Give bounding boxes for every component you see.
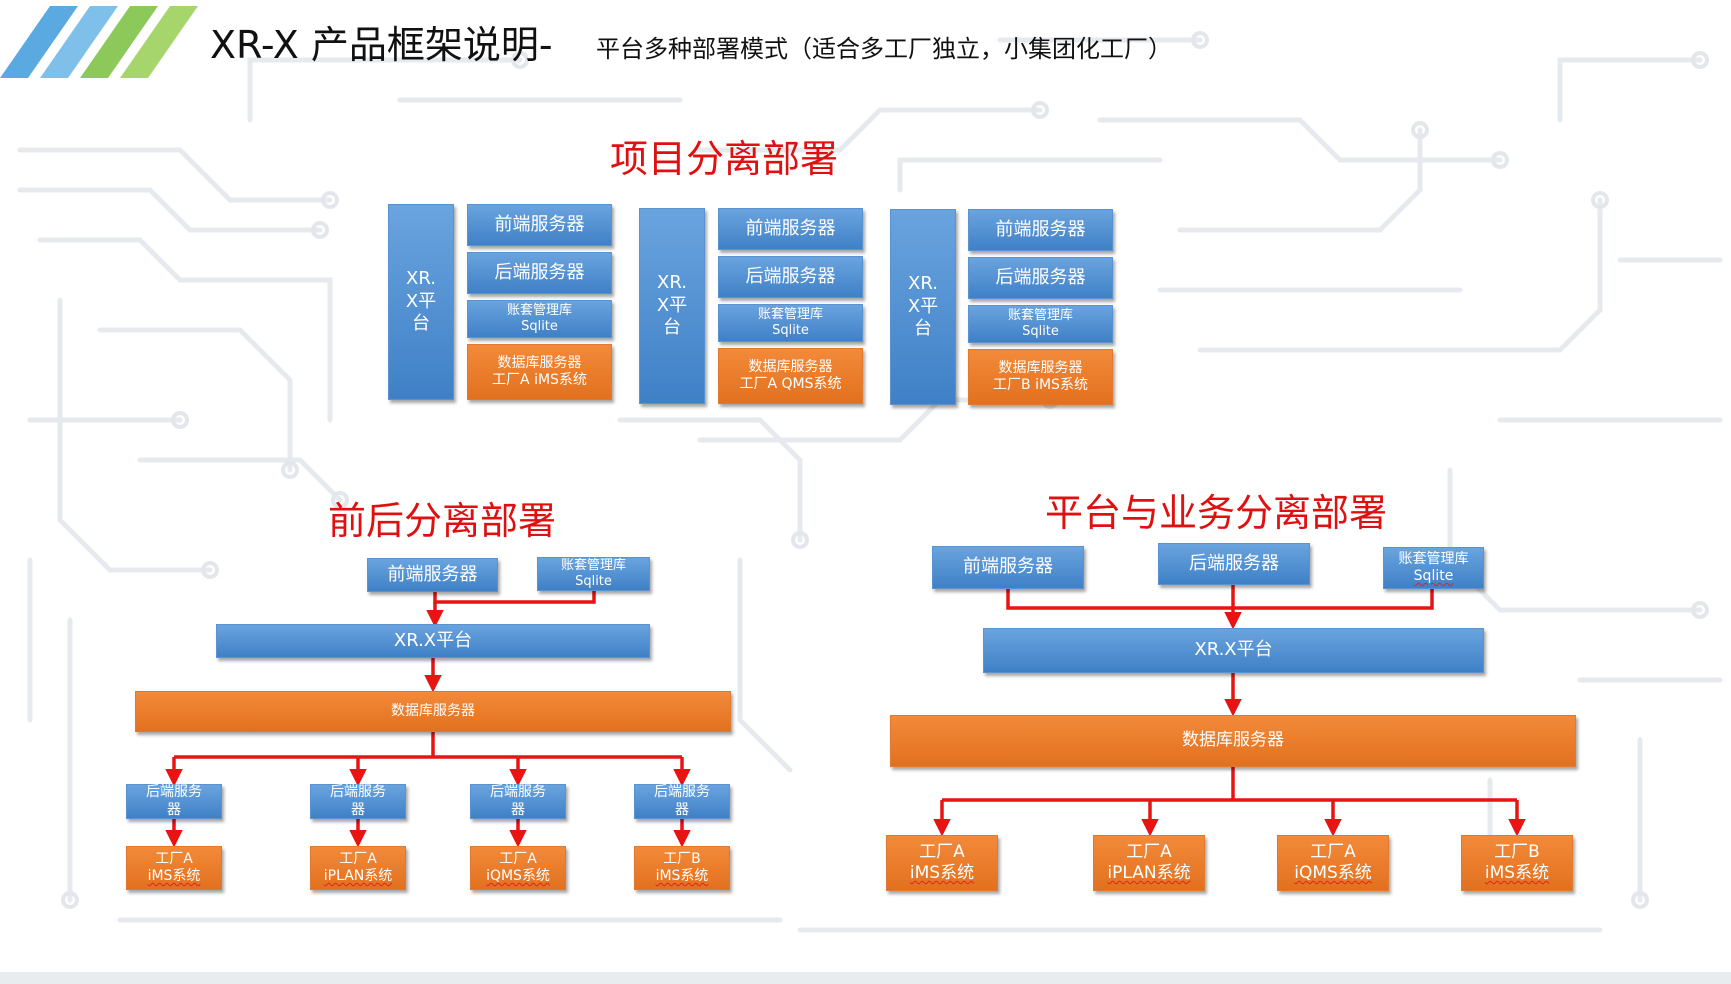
database-server-box: 数据库服务器 工厂B iMS系统 — [968, 349, 1113, 405]
page-subtitle: 平台多种部署模式（适合多工厂独立，小集团化工厂） — [596, 35, 1172, 63]
factory-system-box: 工厂A iMS系统 — [126, 846, 222, 890]
backend-server-box: 后端服务 器 — [310, 784, 406, 819]
backend-server-box: 后端服务器 — [467, 252, 612, 294]
factory-system-box: 工厂B iMS系统 — [1461, 835, 1573, 891]
backend-server-box: 后端服务 器 — [126, 784, 222, 819]
frontend-server-box: 前端服务器 — [467, 204, 612, 246]
database-server-bar: 数据库服务器 — [135, 691, 731, 732]
xrx-platform-bar: XR.X平台 — [216, 624, 650, 658]
factory-system-box: 工厂B iMS系统 — [634, 846, 730, 890]
page-title: XR-X 产品框架说明- — [210, 23, 553, 67]
xrx-platform-column: XR. X平 台 — [639, 208, 705, 404]
section-title-platform: 平台与业务分离部署 — [1045, 491, 1388, 535]
xrx-platform-column: XR. X平 台 — [388, 204, 454, 400]
factory-system-box: 工厂A iQMS系统 — [470, 846, 566, 890]
section-title-project: 项目分离部署 — [610, 137, 839, 181]
section-title-frontback: 前后分离部署 — [328, 499, 557, 543]
corner-stripes-logo — [0, 6, 198, 78]
account-db-box: 账套管理库 Sqlite — [537, 557, 650, 591]
database-server-box: 数据库服务器 工厂A QMS系统 — [718, 348, 863, 404]
database-server-bar: 数据库服务器 — [890, 715, 1576, 767]
xrx-platform-bar: XR.X平台 — [983, 628, 1484, 673]
account-db-box: 账套管理库 Sqlite — [1383, 547, 1484, 589]
factory-system-box: 工厂A iQMS系统 — [1277, 835, 1389, 891]
backend-server-box: 后端服务 器 — [470, 784, 566, 819]
frontend-server-box: 前端服务器 — [367, 558, 498, 592]
frontend-server-box: 前端服务器 — [968, 209, 1113, 251]
factory-system-box: 工厂A iMS系统 — [886, 835, 998, 891]
frontend-server-box: 前端服务器 — [932, 546, 1084, 589]
xrx-platform-column: XR. X平 台 — [890, 209, 956, 405]
account-db-box: 账套管理库 Sqlite — [467, 300, 612, 338]
backend-server-box: 后端服务器 — [718, 256, 863, 298]
database-server-box: 数据库服务器 工厂A iMS系统 — [467, 344, 612, 400]
factory-system-box: 工厂A iPLAN系统 — [1093, 835, 1205, 891]
frontend-server-box: 前端服务器 — [718, 208, 863, 250]
factory-system-box: 工厂A iPLAN系统 — [310, 846, 406, 890]
backend-server-box: 后端服务 器 — [634, 784, 730, 819]
backend-server-box: 后端服务器 — [968, 257, 1113, 299]
account-db-box: 账套管理库 Sqlite — [718, 304, 863, 342]
backend-server-box: 后端服务器 — [1158, 543, 1310, 585]
account-db-box: 账套管理库 Sqlite — [968, 305, 1113, 343]
